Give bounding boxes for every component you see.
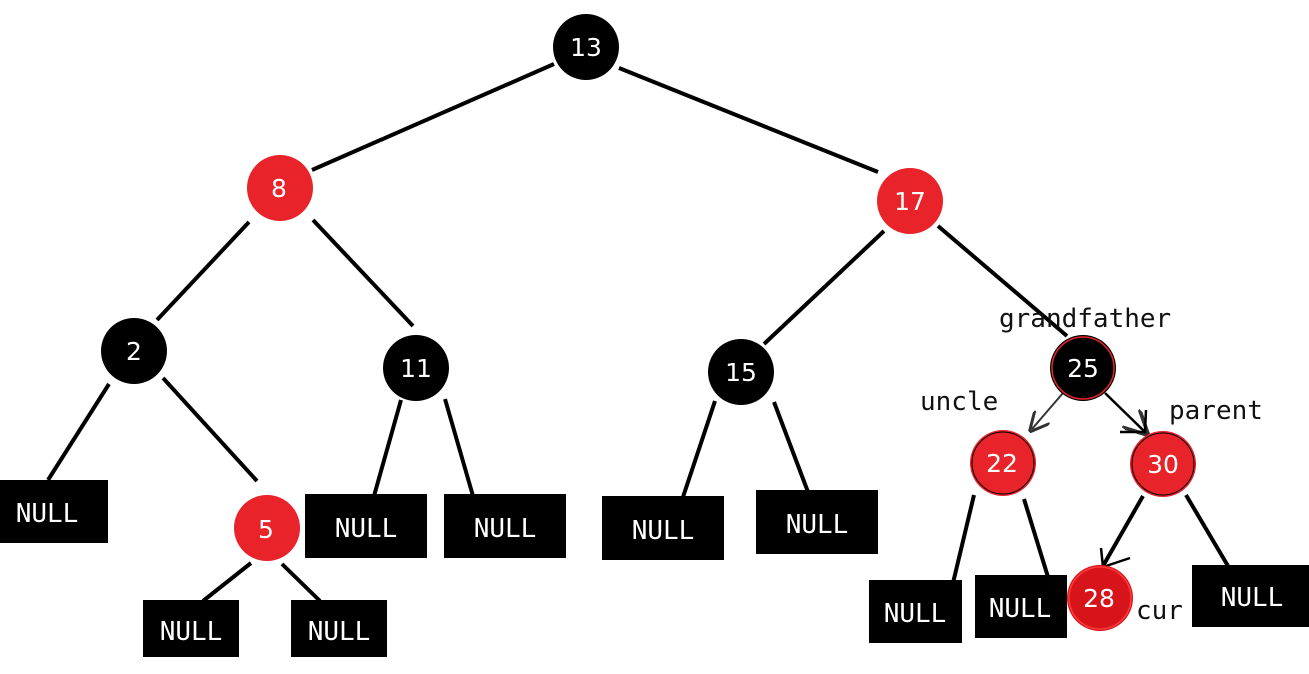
edge-30-null bbox=[1184, 493, 1230, 568]
null-leaf: NULL bbox=[602, 496, 724, 560]
null-label: NULL bbox=[786, 510, 849, 540]
node-11-key: 11 bbox=[400, 354, 432, 383]
null-label: NULL bbox=[335, 514, 398, 544]
node-22-key: 22 bbox=[986, 449, 1018, 478]
parent-label: parent bbox=[1169, 396, 1263, 426]
edge-15-null-left bbox=[681, 400, 717, 498]
tree-edges bbox=[46, 62, 1230, 603]
node-11: 11 bbox=[383, 335, 449, 401]
node-13: 13 bbox=[553, 14, 619, 80]
edge-22-null-right bbox=[1022, 498, 1050, 578]
null-label: NULL bbox=[160, 617, 223, 647]
edge-5-null-right bbox=[280, 562, 322, 603]
edge-8-2 bbox=[155, 220, 251, 322]
node-2-key: 2 bbox=[126, 337, 142, 366]
arrow-to-parent bbox=[1104, 392, 1145, 432]
node-28-key: 28 bbox=[1083, 584, 1115, 613]
null-label: NULL bbox=[989, 594, 1052, 624]
null-leaves: NULL NULL NULL NULL NULL NULL NULL NULL bbox=[0, 480, 1309, 657]
node-5: 5 bbox=[234, 495, 300, 561]
edge-17-15 bbox=[762, 229, 886, 346]
edge-2-5 bbox=[161, 376, 259, 483]
uncle-label: uncle bbox=[920, 387, 998, 417]
edge-2-null bbox=[46, 382, 111, 482]
null-label: NULL bbox=[16, 499, 79, 529]
null-label: NULL bbox=[632, 516, 695, 546]
node-17: 17 bbox=[877, 168, 943, 234]
edge-5-null-left bbox=[201, 561, 253, 603]
arrow-to-uncle bbox=[1032, 392, 1064, 429]
node-8: 8 bbox=[247, 155, 313, 221]
cur-label: cur bbox=[1136, 596, 1183, 626]
annotation-labels: grandfather uncle parent cur bbox=[920, 304, 1263, 626]
node-17-key: 17 bbox=[894, 187, 926, 216]
node-25-key: 25 bbox=[1067, 354, 1099, 383]
tree-nodes: 13 8 17 2 11 15 25 5 bbox=[101, 14, 1196, 631]
edge-22-null-left bbox=[951, 494, 976, 584]
null-leaf: NULL bbox=[975, 575, 1067, 638]
node-30: 30 bbox=[1130, 431, 1196, 497]
edge-11-null-left bbox=[372, 399, 403, 497]
edge-30-28 bbox=[1101, 495, 1145, 567]
null-leaf: NULL bbox=[444, 494, 566, 558]
node-5-key: 5 bbox=[258, 515, 274, 544]
null-leaf: NULL bbox=[869, 580, 962, 643]
node-30-key: 30 bbox=[1147, 450, 1179, 479]
null-label: NULL bbox=[474, 514, 537, 544]
null-leaf: NULL bbox=[0, 480, 108, 543]
arrowhead-parent-accent bbox=[1120, 409, 1148, 434]
edge-15-null-right bbox=[772, 401, 810, 493]
node-25: 25 bbox=[1050, 335, 1116, 401]
null-label: NULL bbox=[308, 617, 371, 647]
node-15-key: 15 bbox=[725, 358, 757, 387]
null-label: NULL bbox=[884, 599, 947, 629]
node-22: 22 bbox=[970, 430, 1036, 496]
null-leaf: NULL bbox=[291, 600, 387, 657]
edge-17-25 bbox=[936, 224, 1069, 338]
node-15: 15 bbox=[708, 339, 774, 405]
edge-13-17 bbox=[618, 66, 879, 174]
node-8-key: 8 bbox=[271, 174, 287, 203]
null-leaf: NULL bbox=[1192, 565, 1309, 627]
pointer-arrows bbox=[1032, 392, 1148, 569]
edge-8-11 bbox=[311, 218, 415, 328]
null-label: NULL bbox=[1221, 583, 1284, 613]
null-leaf: NULL bbox=[143, 600, 239, 657]
null-leaf: NULL bbox=[756, 490, 878, 554]
edge-11-null-right bbox=[443, 398, 475, 497]
grandfather-label: grandfather bbox=[999, 304, 1171, 334]
edge-13-8 bbox=[311, 62, 555, 172]
null-leaf: NULL bbox=[305, 494, 427, 558]
node-28: 28 bbox=[1067, 565, 1133, 631]
node-13-key: 13 bbox=[570, 33, 602, 62]
node-2: 2 bbox=[101, 318, 167, 384]
